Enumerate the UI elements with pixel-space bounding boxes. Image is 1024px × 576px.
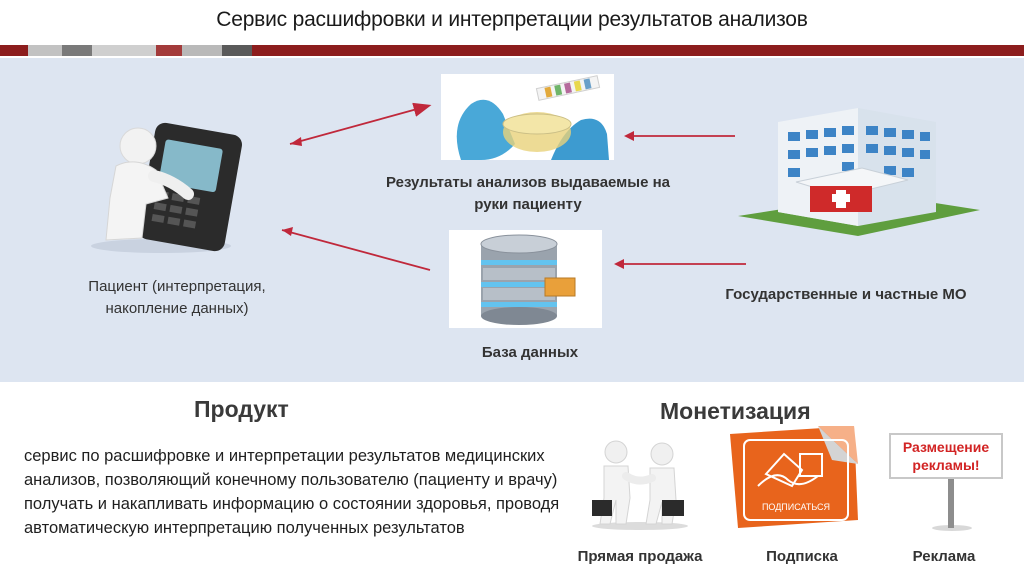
database-icon [480, 234, 576, 325]
hospital-icon [738, 108, 980, 236]
database-image [449, 230, 602, 328]
results-label: Результаты анализов выдаваемые на руки п… [386, 174, 670, 213]
handshake-icon [592, 440, 688, 530]
product-description: сервис по расшифровке и интерпретации ре… [24, 447, 560, 537]
database-label: База данных [481, 344, 579, 361]
flow-arrows [281, 102, 746, 271]
advertising-label: Реклама [912, 548, 976, 565]
monetization-heading: Монетизация [660, 398, 811, 424]
patient-device-icon [91, 122, 242, 253]
arrow-db-to-patient [281, 229, 431, 271]
direct-sale-label: Прямая продажа [577, 548, 703, 565]
page-title: Сервис расшифровки и интерпретации резул… [216, 8, 808, 31]
subscribe-sticker-text: ПОДПИСАТЬСЯ [762, 502, 830, 512]
subscribe-sticker-icon: ПОДПИСАТЬСЯ [730, 426, 858, 528]
ad-sign-icon: Размещение рекламы! [889, 433, 1003, 531]
subscription-label: Подписка [766, 548, 838, 565]
product-heading: Продукт [194, 396, 289, 422]
patient-label: Пациент (интерпретация, накопление данны… [88, 278, 266, 317]
ad-sign-text-line1: Размещение [903, 439, 990, 455]
lab-results-image [441, 74, 614, 160]
mo-label: Государственные и частные МО [725, 286, 967, 303]
decorative-stripe [0, 45, 1024, 56]
ad-sign-text-line2: рекламы! [912, 457, 979, 473]
arrow-results-to-patient [289, 102, 432, 145]
